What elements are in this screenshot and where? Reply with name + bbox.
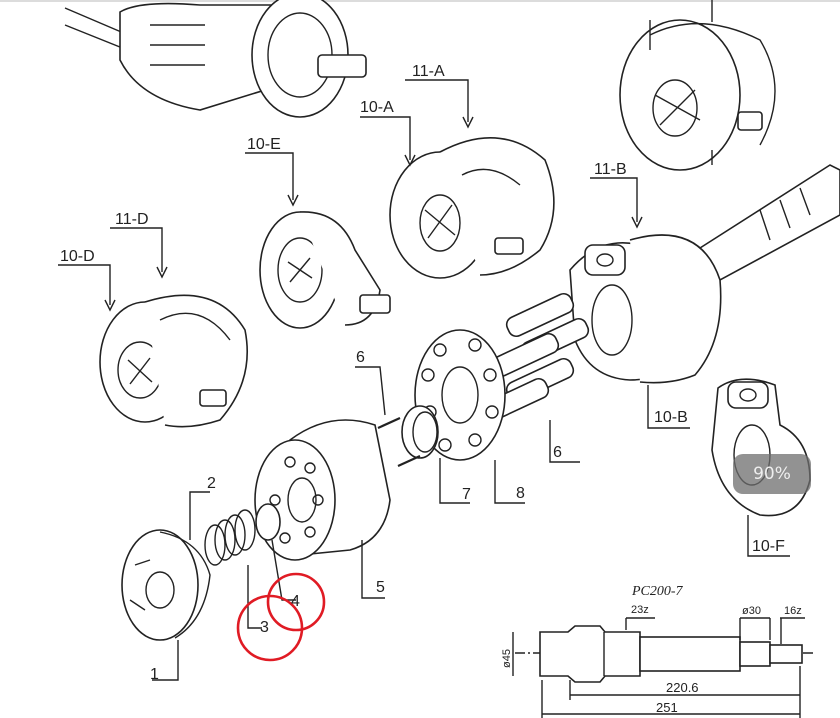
part-labels: 10-A 11-A 10-E 11-D 10-D 11-B 10-B 10-F …: [60, 63, 785, 683]
part-10B-11B-shaft: [569, 164, 840, 429]
label-11-B: 11-B: [594, 161, 627, 178]
label-3: 3: [260, 619, 269, 636]
label-11-A: 11-A: [412, 63, 445, 80]
shaft-technical-drawing: PC200-7 23z ø30 16z ø45 220.6 251: [501, 584, 815, 718]
part-6-pins: [355, 366, 421, 468]
label-5: 5: [376, 579, 385, 596]
highlight-circle-4: [266, 572, 326, 632]
label-10-B: 10-B: [654, 409, 688, 426]
part-1-valve-plate: [121, 491, 211, 681]
label-7: 7: [462, 486, 471, 503]
highlight-circle-3: [236, 594, 304, 662]
dim-d30: ø30: [742, 605, 761, 617]
label-4: 4: [291, 593, 300, 610]
dim-23z: 23z: [631, 604, 649, 616]
label-1: 1: [150, 666, 159, 683]
top-divider: [0, 0, 840, 2]
pump-assembly-top-right: [619, 0, 776, 171]
dim-220-6: 220.6: [666, 680, 699, 695]
label-10-F: 10-F: [752, 538, 785, 555]
pump-assembly-top-left: [64, 0, 367, 118]
label-11-D: 11-D: [115, 211, 149, 228]
shaft-model-label: PC200-7: [631, 584, 684, 599]
zoom-level-badge: 90%: [733, 454, 811, 494]
part-7-ball-guide: [401, 405, 470, 504]
part-9-pistons: [480, 292, 590, 463]
part-10D-11D: [58, 227, 248, 428]
part-10A-11A: [360, 79, 555, 279]
dim-d45: ø45: [501, 649, 513, 668]
label-2: 2: [207, 475, 216, 492]
label-10-A: 10-A: [360, 99, 394, 116]
label-8: 8: [516, 485, 525, 502]
label-10-D: 10-D: [60, 248, 95, 265]
dim-251: 251: [656, 700, 678, 715]
label-9: 9: [553, 442, 562, 459]
label-10-E: 10-E: [247, 136, 281, 153]
part-10E: [245, 152, 391, 329]
label-6: 6: [356, 349, 365, 366]
part-4-spring: [204, 503, 296, 629]
highlight-markers: [236, 572, 326, 662]
dim-16z: 16z: [784, 605, 802, 617]
